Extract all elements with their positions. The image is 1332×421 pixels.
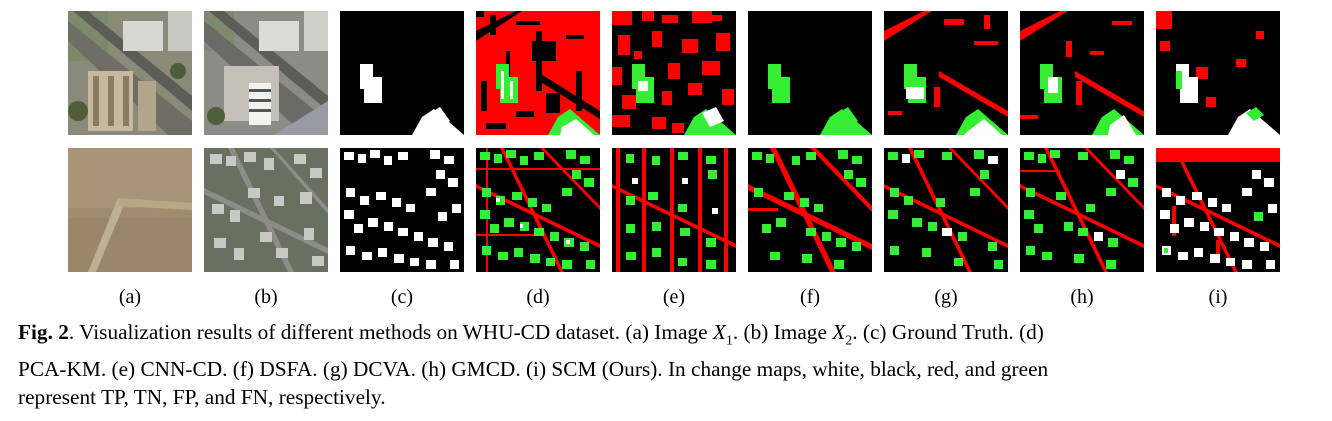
figure-caption: Fig. 2. Visualization results of differe…	[18, 318, 1318, 411]
row1-image-x1	[68, 11, 192, 135]
row2-cnn-cd	[612, 148, 736, 272]
var-x1-sub: 1	[725, 333, 733, 349]
row1-dcva	[884, 11, 1008, 135]
column-label-c: (c)	[390, 286, 414, 308]
row1-pca-km	[476, 11, 600, 135]
caption-line-3: represent TP, TN, FP, and FN, respective…	[18, 385, 386, 410]
column-label-d: (d)	[526, 286, 550, 308]
column-label-f: (f)	[800, 286, 820, 308]
column-label-e: (e)	[662, 286, 686, 308]
column-label-g: (g)	[934, 286, 958, 308]
caption-text-1c: . (c) Ground Truth. (d)	[852, 320, 1044, 344]
row2-dcva	[884, 148, 1008, 272]
caption-text-1a: . Visualization results of different met…	[68, 320, 713, 344]
caption-text-1b: . (b) Image	[732, 320, 833, 344]
row1-gmcd	[1020, 11, 1144, 135]
row1-image-x2	[204, 11, 328, 135]
row2-dsfa	[748, 148, 872, 272]
row2-ground-truth	[340, 148, 464, 272]
column-label-a: (a)	[118, 286, 142, 308]
figure-number: Fig. 2	[18, 320, 69, 344]
column-label-i: (i)	[1208, 286, 1228, 308]
row1-cnn-cd	[612, 11, 736, 135]
row2-image-x1	[68, 148, 192, 272]
row1-scm-ours	[1156, 11, 1280, 135]
row2-scm-ours	[1156, 148, 1280, 272]
caption-line-2: PCA-KM. (e) CNN-CD. (f) DSFA. (g) DCVA. …	[18, 357, 1049, 382]
var-x2-sub: 2	[845, 333, 853, 349]
column-label-h: (h)	[1070, 286, 1094, 308]
var-x1: X	[712, 320, 726, 344]
caption-line-1: Fig. 2. Visualization results of differe…	[18, 318, 1318, 355]
row1-ground-truth	[340, 11, 464, 135]
row2-image-x2	[204, 148, 328, 272]
row1-dsfa	[748, 11, 872, 135]
var-x2: X	[832, 320, 846, 344]
row2-gmcd	[1020, 148, 1144, 272]
row2-pca-km	[476, 148, 600, 272]
column-label-b: (b)	[254, 286, 278, 308]
